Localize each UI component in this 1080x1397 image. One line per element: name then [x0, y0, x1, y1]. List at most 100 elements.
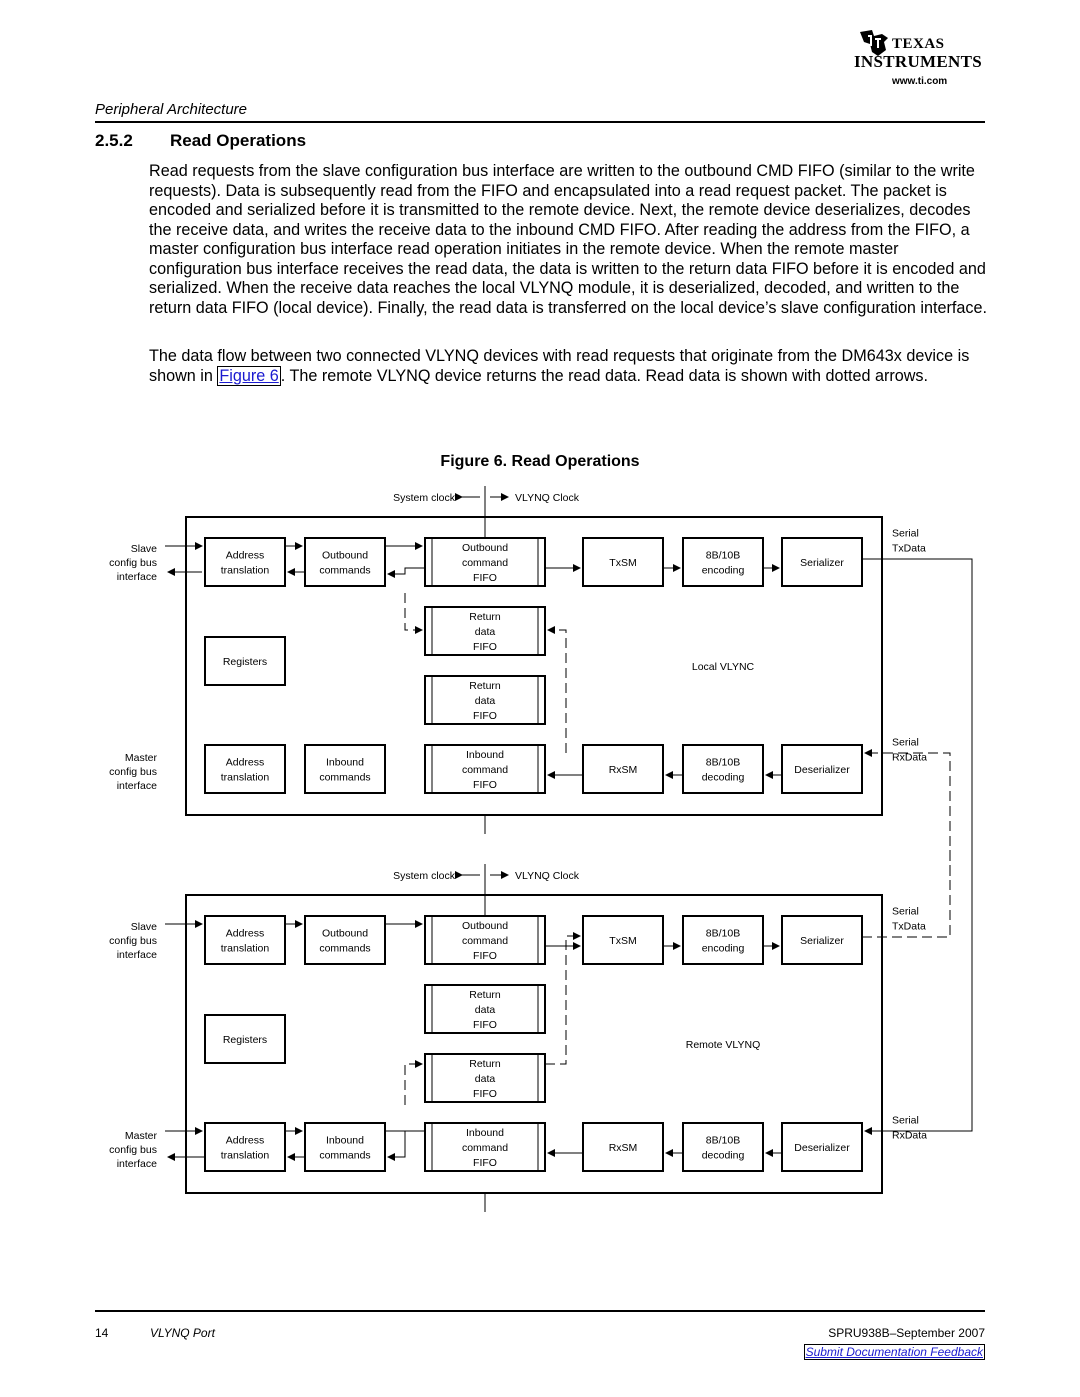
serializer-block [781, 537, 863, 587]
outbound-fifo-block-label: command [462, 557, 508, 569]
decoding-block [682, 1122, 764, 1172]
deserializer-block [781, 744, 863, 794]
inbound-commands-block [304, 744, 386, 794]
return-fifo-block-1-label: Return [469, 989, 501, 1001]
outbound-fifo-block-label: Outbound [462, 920, 508, 932]
figure-6-link[interactable]: Figure 6 [217, 365, 281, 386]
outbound-fifo-block-label: FIFO [473, 572, 497, 584]
address-translation-block-label: translation [221, 943, 270, 955]
serializer-block-label: Serializer [800, 935, 844, 947]
section-title: Read Operations [170, 131, 307, 150]
footer-doc-id: SPRU938B–September 2007 [828, 1326, 985, 1340]
registers-block-label: Registers [223, 1034, 267, 1046]
return-fifo-block-1-label: FIFO [473, 641, 497, 653]
slave-config-bus-label: interface [117, 949, 157, 961]
txsm-block-label: TxSM [609, 557, 636, 569]
return-fifo-block-1-label: Return [469, 611, 501, 623]
address-translation-block [204, 744, 286, 794]
slave-config-bus-label: Slave [131, 921, 157, 933]
outbound-commands-block-label: Outbound [322, 550, 368, 562]
outbound-fifo-block [424, 915, 546, 965]
address-translation-block-label: translation [221, 565, 270, 577]
vlynq-clock-label: VLYNQ Clock [515, 870, 580, 882]
deserializer-block [781, 1122, 863, 1172]
brand-line-2: Instruments [854, 52, 982, 71]
deserializer-block-label: Deserializer [794, 1142, 850, 1154]
paragraph-2: The data flow between two connected VLYN… [149, 347, 991, 386]
slave-config-bus-label: config bus [109, 557, 157, 569]
registers-block [204, 636, 286, 686]
return-fifo-block-2-label: data [475, 1073, 496, 1085]
serial-rx-line [864, 778, 973, 1135]
dashed-rxsm-return-fifo [547, 626, 567, 753]
decoding-block [682, 744, 764, 794]
decoding-block-label: 8B/10B [706, 1135, 740, 1147]
outbound-fifo-block-label: FIFO [473, 950, 497, 962]
outbound-fifo-block-label: command [462, 935, 508, 947]
return-fifo-block-2-label: Return [469, 1058, 501, 1070]
outbound-commands-block-label: commands [319, 565, 370, 577]
dashed-to-return-fifo [404, 1060, 423, 1105]
dashed-to-return-fifo [404, 593, 423, 634]
master-config-bus-label: Master [125, 1130, 158, 1142]
serial-txdata-label: Serial [892, 906, 919, 918]
txsm-block-label: TxSM [609, 935, 636, 947]
rxsm-block [582, 1122, 664, 1172]
paragraph-1: Read requests from the slave configurati… [149, 162, 987, 317]
inbound-fifo-block [424, 1122, 546, 1172]
serializer-block-label: Serializer [800, 557, 844, 569]
footer-page-number: 14 [95, 1326, 109, 1340]
vlynq-frame [185, 894, 883, 1194]
address-translation-block-label: translation [221, 1150, 270, 1162]
inbound-commands-block [304, 1122, 386, 1172]
address-translation-block-label: Address [226, 757, 265, 769]
registers-block [204, 1014, 286, 1064]
address-translation-block [204, 537, 286, 587]
master-config-bus-label: Master [125, 752, 158, 764]
footer-doc-title: VLYNQ Port [150, 1326, 215, 1340]
encoding-block-label: 8B/10B [706, 550, 740, 562]
serial-rxdata-label: Serial [892, 1115, 919, 1127]
serial-txdata-label: Serial [892, 528, 919, 540]
inbound-fifo-block-label: FIFO [473, 779, 497, 791]
inbound-fifo-block-label: command [462, 1142, 508, 1154]
master-config-bus-label: config bus [109, 1144, 157, 1156]
brand-url[interactable]: www.ti.com [892, 76, 948, 87]
serial-rxdata-label: RxData [892, 1130, 927, 1142]
footer-rule [95, 1310, 985, 1312]
return-fifo-block-2-label: data [475, 695, 496, 707]
address-translation-block-label: Address [226, 1135, 265, 1147]
slave-config-bus-label: interface [117, 571, 157, 583]
address-translation-block-label: Address [226, 928, 265, 940]
outbound-fifo-block-label: Outbound [462, 542, 508, 554]
serial-rxdata-label: RxData [892, 752, 927, 764]
serial-rx-dashed [864, 749, 951, 876]
address-translation-block-label: Address [226, 550, 265, 562]
encoding-block-label: encoding [702, 943, 745, 955]
return-fifo-block-1-label: data [475, 626, 496, 638]
decoding-block-label: 8B/10B [706, 757, 740, 769]
inbound-commands-block-label: commands [319, 1150, 370, 1162]
encoding-block [682, 915, 764, 965]
brand-line-1: Texas [892, 36, 945, 52]
master-config-bus-label: interface [117, 780, 157, 792]
decoding-block-label: decoding [702, 772, 745, 784]
outbound-fifo-block [424, 537, 546, 587]
inbound-fifo-block [424, 744, 546, 794]
vlynq-clock-label: VLYNQ Clock [515, 492, 580, 504]
registers-block-label: Registers [223, 656, 267, 668]
inbound-commands-block-label: commands [319, 772, 370, 784]
arrow-fifo-inbound [387, 1130, 425, 1161]
outbound-commands-block-label: Outbound [322, 928, 368, 940]
slave-config-bus-label: config bus [109, 935, 157, 947]
decoding-block-label: decoding [702, 1150, 745, 1162]
local-vlynq-label: Local VLYNC [692, 661, 755, 673]
system-clock-label: System clock [393, 870, 456, 882]
serializer-block [781, 915, 863, 965]
return-fifo-block-2-label: Return [469, 680, 501, 692]
ti-logo[interactable]: Texas Instruments www.ti.com [850, 28, 990, 92]
arrow-fifo-outbound [387, 567, 425, 578]
submit-feedback-link[interactable]: Submit Documentation Feedback [803, 1344, 985, 1360]
return-fifo-block-1-label: FIFO [473, 1019, 497, 1031]
